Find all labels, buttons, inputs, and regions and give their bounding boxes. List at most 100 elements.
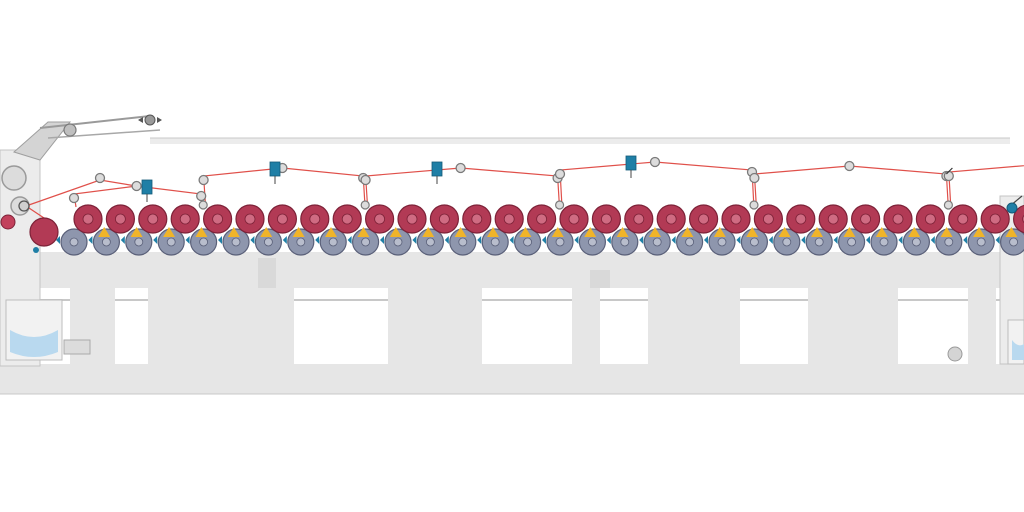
cylinder-hub [102, 237, 111, 247]
blow-box-icon [671, 236, 676, 244]
blow-box-icon [218, 236, 222, 244]
blow-box-icon [431, 161, 443, 177]
tension-arrow-icon [157, 117, 162, 123]
doctor-blade [681, 227, 694, 237]
guide-roll-icon [844, 160, 855, 172]
doctor-blade [713, 227, 726, 237]
guide-roll-icon [455, 162, 466, 174]
guide-roll-icon [18, 200, 30, 212]
guide-roll-icon [94, 172, 106, 184]
cylinder-hub [912, 237, 921, 247]
doctor-blade [487, 227, 499, 237]
cylinder-hub [69, 237, 79, 247]
cylinder-hub [328, 237, 338, 247]
pump-housing [63, 339, 91, 355]
cylinder-hub [134, 237, 144, 247]
dryer-cylinder-row [29, 204, 1024, 247]
felt-run [364, 167, 561, 210]
cylinder-hub [523, 237, 532, 247]
doctor-blade [163, 227, 175, 237]
cylinder-hub [717, 237, 727, 247]
blow-box-icon [574, 236, 579, 244]
guide-roll-icon [749, 172, 760, 184]
guide-roll-icon [131, 180, 142, 192]
cylinder-hub [212, 213, 224, 225]
cylinder-hub [879, 237, 889, 247]
blow-box-icon [833, 236, 838, 244]
blow-box-icon [250, 236, 255, 244]
blow-box-icon [801, 236, 806, 244]
doctor-blade [875, 227, 888, 237]
cylinder-hub [166, 237, 176, 247]
top-rope [39, 115, 151, 129]
frame-pillar [572, 288, 600, 364]
tension-arm [13, 121, 72, 161]
cylinder-hub [588, 237, 597, 247]
cylinder-hub [179, 213, 191, 225]
cylinder-hub [471, 213, 483, 225]
guide-roll-icon [649, 156, 661, 168]
cylinder-hub [296, 237, 306, 247]
doctor-blade [130, 227, 143, 237]
doctor-blade [260, 227, 273, 237]
cylinder-hub [555, 237, 565, 247]
cylinder-hub [750, 237, 759, 247]
cylinder-hub [814, 237, 824, 247]
doctor-blade [778, 227, 791, 237]
blow-box-icon [444, 236, 449, 244]
doctor-blade [519, 227, 532, 237]
frame-pillar [808, 288, 898, 364]
felt-run [202, 167, 366, 210]
cylinder-hub [601, 213, 612, 225]
blow-box-icon [88, 236, 93, 244]
felt-run [559, 161, 755, 210]
doctor-blade [1005, 227, 1018, 237]
blow-box-icon [930, 236, 935, 244]
cylinder-hub [458, 237, 468, 247]
guide-roll-set [18, 156, 1018, 214]
cylinder-hub [147, 213, 159, 225]
cylinder-hub [536, 213, 547, 225]
felt-run [948, 165, 1024, 208]
guide-roll-icon [1006, 202, 1018, 214]
blow-box-icon [736, 236, 741, 244]
blow-box-icon [963, 236, 968, 244]
guide-roll-icon [198, 200, 208, 210]
guide-roll-icon [554, 200, 565, 210]
cylinder-hub [309, 213, 321, 225]
blow-box-icon [120, 236, 125, 244]
blow-box-icon [898, 236, 903, 244]
cylinder-hub [276, 213, 288, 225]
doctor-blade-row [98, 227, 1018, 237]
blow-box-set [141, 155, 953, 202]
doctor-blade [649, 227, 661, 237]
cylinder-hub [393, 237, 403, 247]
blow-box-icon [542, 236, 546, 244]
top-rope [47, 129, 161, 139]
doctor-blade [227, 227, 240, 237]
cylinder-hub [730, 213, 742, 225]
drive-roll [947, 346, 963, 362]
blow-box-icon [56, 236, 60, 244]
cylinder-hub [231, 237, 241, 247]
floor-slab [0, 364, 1024, 394]
press-roll [1, 165, 27, 191]
doctor-blade [973, 227, 985, 237]
beam-bracket [258, 258, 276, 288]
blow-box-icon [866, 236, 870, 244]
beam-bracket [590, 270, 610, 288]
blow-box-icon [282, 236, 287, 244]
cylinder-hub [763, 213, 774, 225]
guide-roll-icon [68, 192, 80, 204]
doctor-blade [616, 227, 629, 237]
blow-box-icon [269, 161, 281, 177]
cylinder-hub [361, 237, 371, 247]
cylinder-hub [860, 213, 871, 225]
cylinder-hub [1009, 237, 1018, 247]
guide-roll-icon [749, 200, 759, 210]
felt-run [753, 165, 949, 210]
frame-pillar [148, 288, 240, 364]
cylinder-hub [503, 213, 515, 225]
cylinder-hub [957, 213, 969, 225]
